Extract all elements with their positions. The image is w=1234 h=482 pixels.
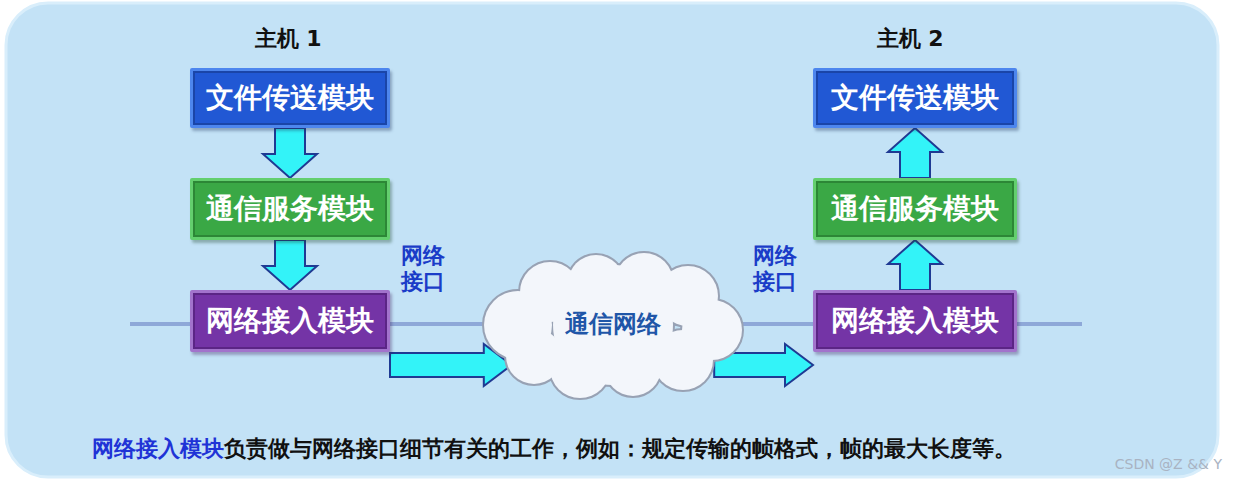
cloud-bump	[506, 328, 562, 384]
cloud-bump	[553, 265, 673, 385]
module-box: 文件传送模块	[190, 68, 390, 128]
host-heading: 主机 1	[255, 26, 322, 52]
module-label: 文件传送模块	[831, 82, 999, 114]
flow-arrow	[888, 240, 942, 290]
module-label: 网络接入模块	[206, 305, 374, 337]
module-box: 网络接入模块	[190, 290, 390, 352]
module-box: 通信服务模块	[190, 178, 390, 240]
module-box: 文件传送模块	[813, 68, 1017, 128]
interface-label: 网络 接口	[401, 243, 449, 296]
cloud-label: 通信网络	[565, 311, 661, 339]
caption-text: 负责做与网络接口细节有关的工作，例如：规定传输的帧格式，帧的最大长度等。	[224, 436, 1016, 462]
module-label: 通信服务模块	[206, 193, 374, 225]
module-label: 文件传送模块	[206, 82, 374, 114]
background-panel	[6, 3, 1218, 477]
watermark: CSDN @Z && Y	[1115, 456, 1222, 473]
network-cloud: 通信网络	[478, 250, 748, 400]
flow-arrow	[888, 128, 942, 178]
cloud-fill	[506, 328, 562, 384]
module-box: 网络接入模块	[813, 290, 1017, 352]
module-label: 网络接入模块	[831, 305, 999, 337]
host-heading: 主机 2	[877, 26, 944, 52]
module-box: 通信服务模块	[813, 178, 1017, 240]
flow-arrow	[263, 128, 317, 178]
interface-label: 网络 接口	[753, 243, 801, 296]
caption-term: 网络接入模块	[92, 436, 224, 462]
flow-arrow	[263, 240, 317, 290]
cloud-fill	[553, 265, 673, 385]
module-label: 通信服务模块	[831, 193, 999, 225]
